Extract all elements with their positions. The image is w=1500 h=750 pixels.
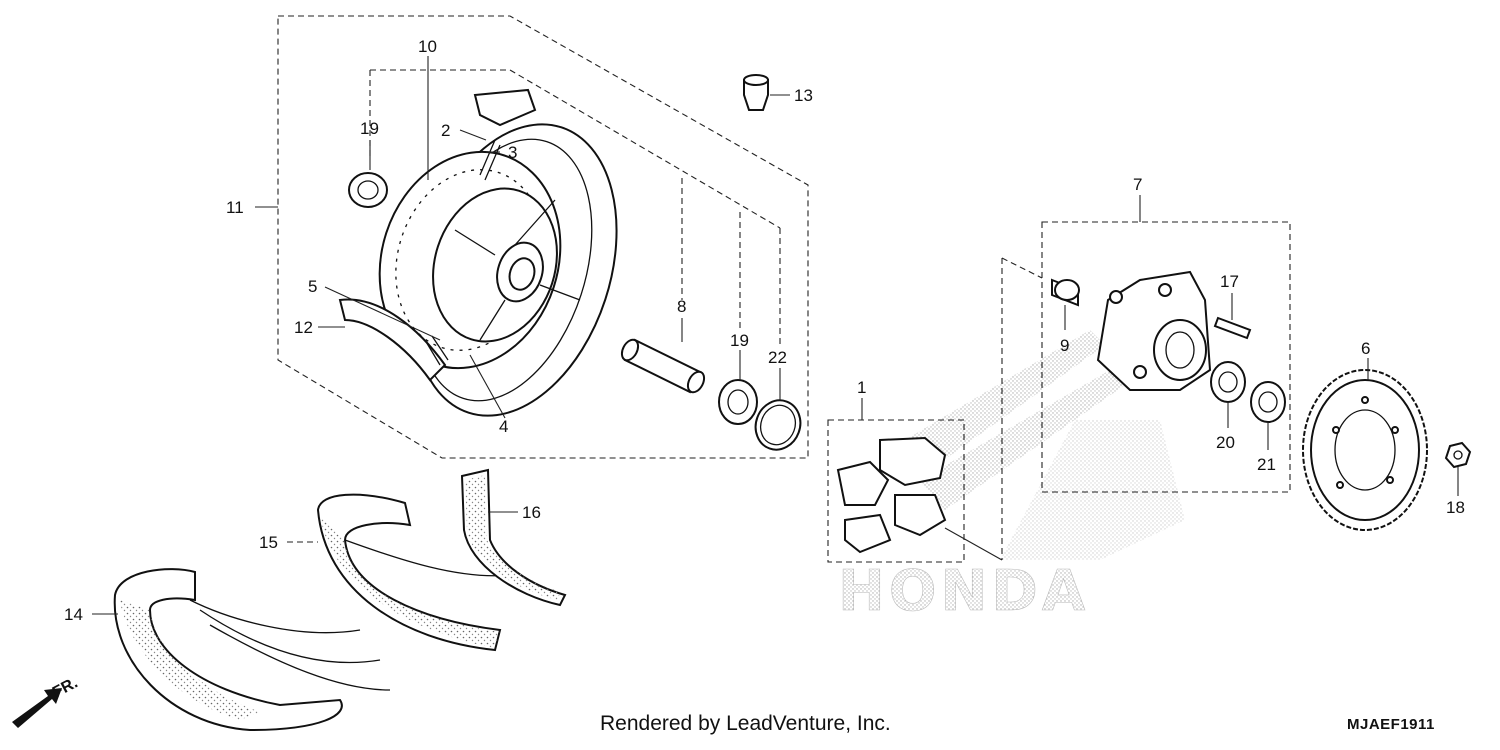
callout-2: 2	[441, 121, 450, 140]
diagram-code: MJAEF1911	[1347, 716, 1435, 733]
collar-9	[1051, 278, 1080, 330]
callout-9: 9	[1060, 336, 1069, 355]
leader-lines	[92, 56, 790, 615]
callout-19-right: 19	[730, 331, 749, 350]
callout-13: 13	[794, 86, 813, 105]
inner-tube-15	[316, 493, 511, 652]
callout-10: 10	[418, 37, 437, 56]
callout-7: 7	[1133, 175, 1142, 194]
bearing-19-left	[348, 172, 388, 208]
honda-watermark: HONDA	[838, 330, 1185, 624]
rendered-by-credit: Rendered by LeadVenture, Inc.	[600, 712, 891, 735]
stud-bolt-17	[1213, 293, 1252, 340]
callout-18: 18	[1446, 498, 1465, 517]
final-driven-flange-group-box	[1001, 195, 1291, 560]
balance-weights	[338, 88, 537, 382]
o-ring-22	[754, 399, 802, 451]
callout-20: 20	[1216, 433, 1235, 452]
axle-collar-8	[620, 338, 706, 394]
bearing-20	[1210, 361, 1246, 428]
callout-12: 12	[294, 318, 313, 337]
callout-15: 15	[259, 533, 278, 552]
tire-14	[113, 568, 391, 732]
oil-seal-21	[1250, 381, 1286, 450]
wheel-dampers-1	[836, 436, 947, 554]
callout-16: 16	[522, 503, 541, 522]
callout-11: 11	[226, 198, 244, 217]
bearing-19-right	[718, 379, 758, 425]
nut-18	[1444, 441, 1472, 496]
driven-sprocket-6	[1302, 358, 1428, 531]
callout-17: 17	[1220, 272, 1239, 291]
callout-21: 21	[1257, 455, 1276, 474]
callout-6: 6	[1361, 339, 1370, 358]
rim-band-16	[460, 468, 567, 607]
callout-14: 14	[64, 605, 83, 624]
callout-numbers: 10 19 2 3 11 5 12 4 8 19 22 13 1 7 9 17 …	[64, 37, 1465, 624]
rear-wheel-rim	[378, 123, 618, 417]
callout-19-left: 19	[360, 119, 379, 138]
damper-group-box	[827, 398, 1003, 563]
callout-1: 1	[857, 378, 866, 397]
watermark-text: HONDA	[838, 559, 1089, 624]
final-driven-flange-7	[1096, 270, 1212, 391]
valve-cap-13	[743, 74, 769, 111]
front-direction-arrow: FR.	[12, 674, 81, 728]
callout-8: 8	[677, 297, 686, 316]
callout-22: 22	[768, 348, 787, 367]
callout-3: 3	[508, 143, 517, 162]
callout-4: 4	[499, 417, 508, 436]
callout-5: 5	[308, 277, 317, 296]
